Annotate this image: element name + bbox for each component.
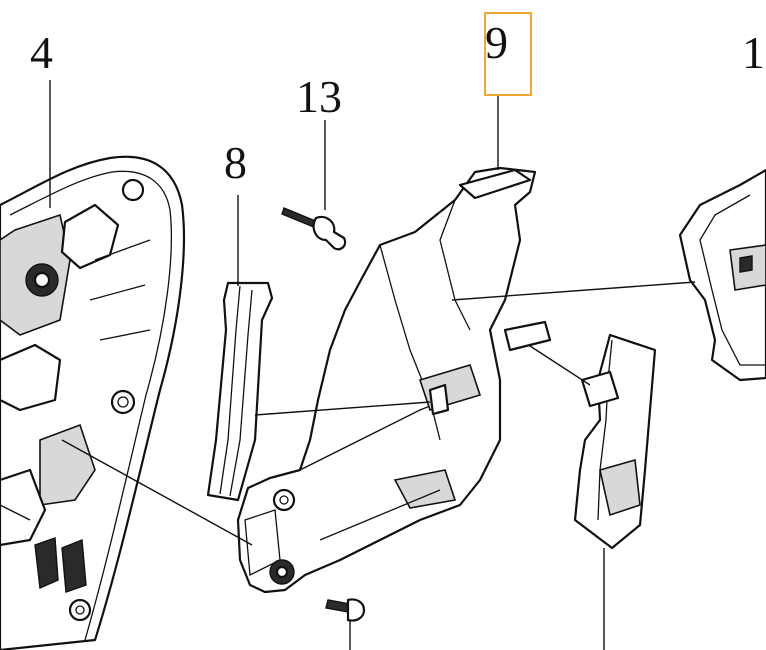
housing-part-4	[0, 155, 186, 650]
leader-9-to-8	[254, 401, 431, 416]
leader-9-to-insert	[529, 345, 591, 386]
callout-label-4: 4	[30, 27, 53, 78]
leader-4-to-9	[61, 439, 253, 546]
seal-insert	[573, 333, 657, 550]
leader-lines	[0, 80, 696, 650]
screw	[325, 598, 366, 622]
highlight-box-9	[484, 12, 532, 96]
strip-part-8	[206, 281, 274, 502]
callout-label-1: 1	[742, 27, 765, 78]
bracket-part-1	[678, 168, 766, 382]
callout-label-13: 13	[296, 71, 342, 122]
callout-label-9: 9	[485, 17, 508, 68]
rivet-part-13	[281, 207, 347, 251]
leader-9-to-4-upper	[0, 504, 31, 521]
bracket-part-9	[236, 166, 552, 594]
callout-label-8: 8	[224, 137, 247, 188]
leader-9-to-1	[451, 281, 696, 301]
